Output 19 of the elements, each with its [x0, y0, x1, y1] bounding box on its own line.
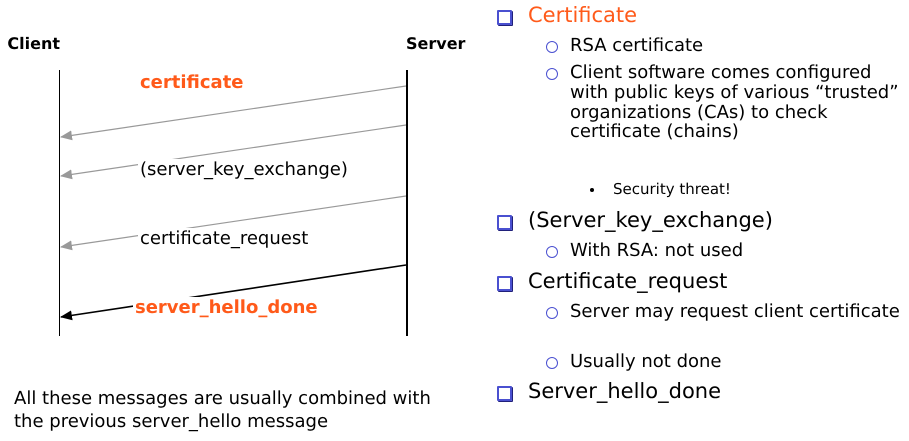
message-label: certificate_request	[138, 228, 310, 249]
lifeline	[8, 34, 60, 336]
list-item-text: Certificate_request	[528, 270, 728, 294]
participant-label: Server	[406, 34, 466, 53]
participant-label: Client	[7, 34, 60, 53]
list-item-text: Server may request client certificate	[570, 302, 901, 322]
list-item-text: RSA certificate	[570, 36, 704, 56]
list-item-text: Security threat!	[613, 181, 732, 198]
message-arrow	[60, 124, 406, 180]
list-item-text: (Server_key_exchange)	[528, 209, 774, 232]
list-item-text: Usually not done	[570, 352, 722, 372]
caption: All these messages are usually combined with the previous server_hello message	[14, 388, 432, 433]
list-item-text: Server_hello_done	[528, 380, 722, 404]
message-label: server_hello_done	[133, 297, 320, 318]
list-item-text: Client software comes configured with public keys of various “trusted” organizations (CAs) to check certificate (chains)	[570, 63, 900, 142]
message-arrow	[60, 85, 406, 140]
lifeline	[406, 34, 466, 336]
list-item-text: Certificate	[528, 4, 638, 28]
list-item-text: With RSA: not used	[570, 241, 744, 261]
